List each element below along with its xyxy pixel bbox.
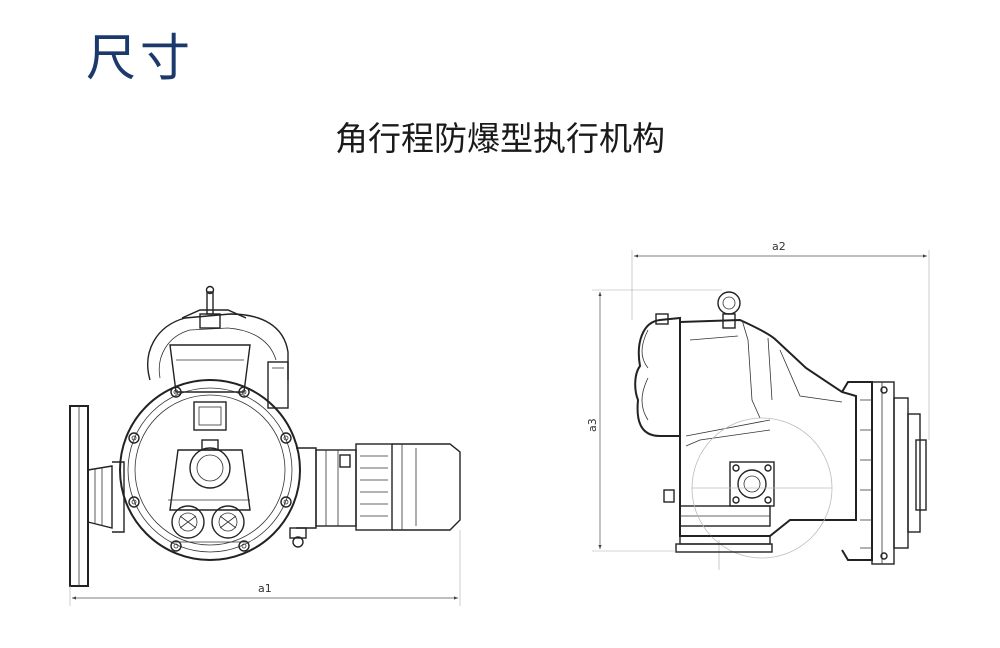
top-hood — [147, 313, 289, 381]
indicator-dial — [189, 447, 231, 489]
display-window — [193, 401, 227, 431]
dimension-label-a3: a3 — [586, 418, 599, 432]
local-knob-right — [211, 505, 245, 539]
dimension-label-a1: a1 — [258, 582, 272, 595]
dimension-label-a2: a2 — [772, 240, 786, 253]
base-flange — [675, 543, 773, 553]
rear-cover — [634, 316, 681, 437]
product-title: 角行程防爆型执行机构 — [335, 119, 665, 158]
local-knob-left — [171, 505, 205, 539]
side-view: a2 a3 — [586, 240, 930, 570]
motor-body — [355, 443, 393, 531]
cover-bolts — [128, 386, 292, 552]
front-view: a1 — [69, 285, 461, 606]
terminal-block — [729, 461, 775, 507]
main-housing — [679, 318, 857, 537]
main-round-cover — [119, 379, 301, 561]
section-title: 尺寸 — [86, 29, 194, 87]
lifting-eye — [717, 291, 741, 315]
